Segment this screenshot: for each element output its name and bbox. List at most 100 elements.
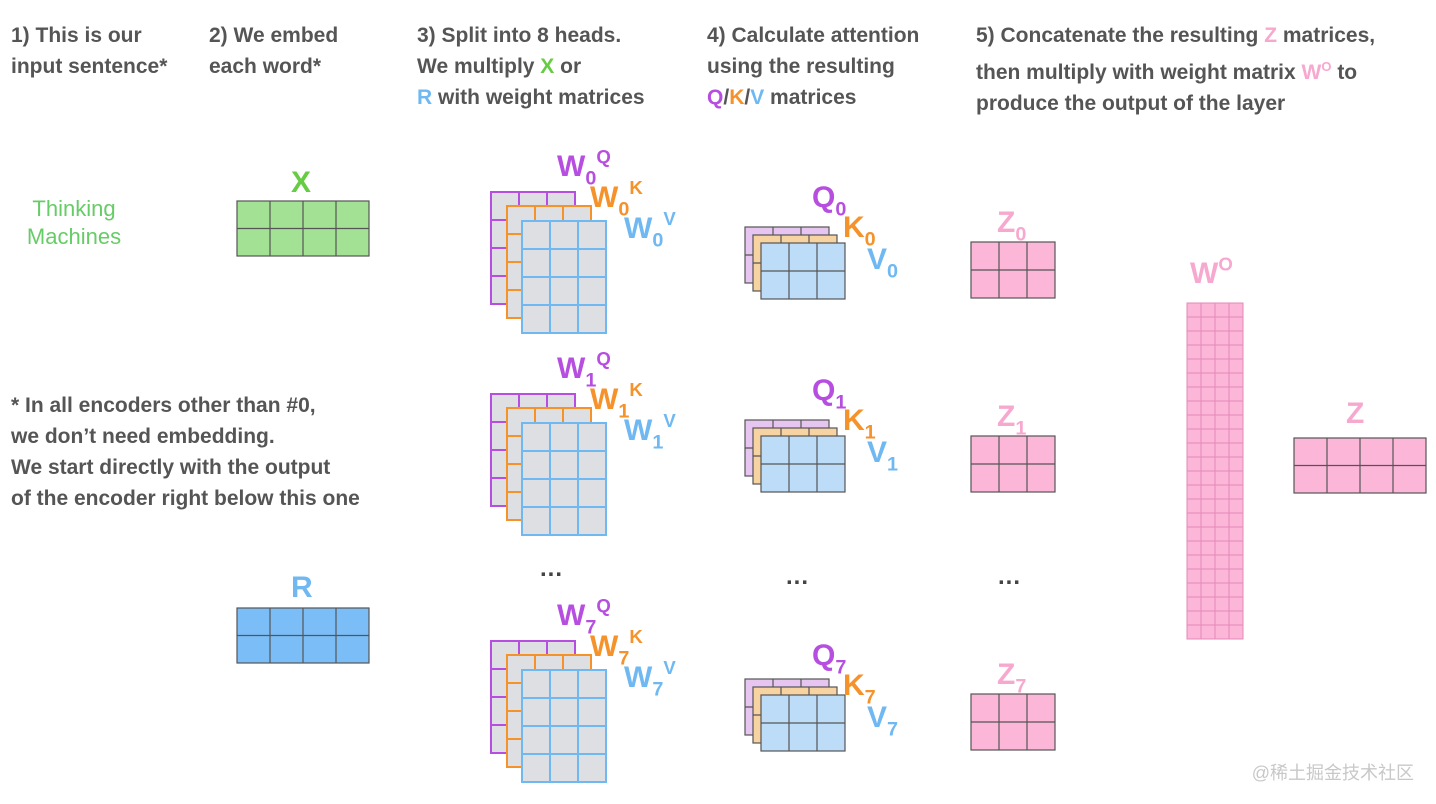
k-label-0: K0: [843, 211, 876, 250]
caption-superscript: O: [1321, 59, 1332, 74]
caption-text: 2) We embed: [209, 24, 339, 47]
note-line-2: we don’t need embedding.: [11, 425, 275, 448]
z-output-label-base: Z: [1346, 397, 1364, 430]
q-label-0-subscript: 0: [835, 198, 846, 220]
wq-label-1: W1Q: [557, 348, 611, 392]
wo-label-superscript: O: [1218, 253, 1232, 274]
step-2-line-1: 2) We embed: [209, 20, 338, 51]
input-sentence: Thinking Machines: [0, 195, 148, 251]
caption-text: matrices,: [1277, 24, 1376, 47]
wv-label-0-base: W: [624, 212, 653, 245]
caption-text: 4) Calculate attention: [707, 24, 920, 47]
step-5-line-1: 5) Concatenate the resulting Z matrices,: [976, 20, 1375, 51]
caption-text: 3) Split into 8 heads.: [417, 24, 622, 47]
x-embedding-matrix: [236, 200, 370, 257]
wq-label-0-subscript: 0: [585, 167, 596, 189]
wk-label-0-superscript: K: [629, 177, 643, 198]
wo-label: WO: [1190, 253, 1233, 290]
z-label-7-subscript: 7: [1015, 675, 1026, 697]
wv-label-1-subscript: 1: [652, 431, 663, 453]
v-label-0-base: V: [867, 243, 887, 276]
wk-label-1-base: W: [590, 383, 619, 416]
encoder-note: * In all encoders other than #0, we don’…: [11, 390, 360, 514]
k-label-1: K1: [843, 404, 876, 443]
caption-text: matrices: [764, 86, 857, 109]
caption-text: then multiply with weight matrix: [976, 61, 1302, 84]
wq-label-0-base: W: [557, 150, 586, 183]
step-4-caption: 4) Calculate attention using the resultin…: [707, 20, 919, 113]
k-label-1-subscript: 1: [865, 421, 876, 443]
wk-label-0: W0K: [590, 177, 643, 221]
sentence-word-2: Machines: [26, 224, 122, 249]
wv-label-0: W0V: [624, 208, 676, 252]
z-label-0-subscript: 0: [1015, 223, 1026, 245]
k-label-7-subscript: 7: [865, 686, 876, 708]
wv-label-7-subscript: 7: [652, 678, 663, 700]
z-matrix-7: [970, 693, 1056, 751]
caption-text: /: [723, 86, 730, 109]
caption-text: or: [554, 55, 582, 78]
x-label-base: X: [291, 166, 311, 199]
step-4-line-2: using the resulting: [707, 51, 919, 82]
z-output-matrix: [1293, 437, 1427, 494]
caption-text: each word*: [209, 55, 322, 78]
z-ellipsis: ...: [998, 563, 1022, 590]
wk-label-0-subscript: 0: [618, 198, 629, 220]
caption-symbol: V: [750, 86, 765, 109]
watermark: @稀土掘金技术社区: [1251, 763, 1414, 783]
wq-label-0-superscript: Q: [596, 146, 610, 167]
v-label-7-base: V: [867, 701, 887, 734]
k-label-7-base: K: [843, 669, 865, 702]
wo-label-base: W: [1190, 257, 1219, 290]
r-label-base: R: [291, 571, 313, 604]
caption-text: input sentence*: [11, 55, 168, 78]
z-label-1-base: Z: [997, 400, 1015, 433]
v-label-1-base: V: [867, 436, 887, 469]
z-label-7-base: Z: [997, 658, 1015, 691]
note-line-4: of the encoder right below this one: [11, 487, 360, 510]
wq-label-0: W0Q: [557, 146, 611, 190]
wq-label-7-superscript: Q: [596, 595, 610, 616]
caption-text: produce the output of the layer: [976, 92, 1286, 115]
q-label-7: Q7: [812, 639, 846, 678]
wq-label-7-subscript: 7: [585, 616, 596, 638]
k-label-1-base: K: [843, 404, 865, 437]
caption-text: /: [744, 86, 751, 109]
caption-text: using the resulting: [707, 55, 895, 78]
caption-symbol: Q: [707, 86, 724, 109]
wv-matrix-1: [521, 422, 607, 536]
z-matrix-0: [970, 241, 1056, 299]
k-label-0-subscript: 0: [865, 228, 876, 250]
k-label-7: K7: [843, 669, 876, 708]
x-label: X: [291, 166, 311, 199]
v-matrix-0: [760, 242, 846, 300]
v-matrix-7: [760, 694, 846, 752]
wq-label-7-base: W: [557, 599, 586, 632]
caption-text: with weight matrices: [432, 86, 645, 109]
z-label-0: Z0: [997, 206, 1026, 245]
step-3-line-1: 3) Split into 8 heads.: [417, 20, 645, 51]
z-matrix-1: [970, 435, 1056, 493]
wo-matrix: [1186, 302, 1244, 640]
q-label-1-base: Q: [812, 374, 835, 407]
sentence-word-1: Thinking: [32, 196, 116, 221]
step-3-line-2: We multiply X or: [417, 51, 645, 82]
wk-label-1: W1K: [590, 379, 643, 423]
z-output-label: Z: [1346, 397, 1364, 430]
wq-label-7: W7Q: [557, 595, 611, 639]
wq-label-1-subscript: 1: [585, 369, 596, 391]
wv-matrix-7: [521, 669, 607, 783]
q-label-7-base: Q: [812, 639, 835, 672]
caption-text: to: [1331, 61, 1358, 84]
wk-label-1-superscript: K: [629, 379, 643, 400]
wv-matrix-0: [521, 220, 607, 334]
wv-label-7-base: W: [624, 661, 653, 694]
z-label-7: Z7: [997, 658, 1026, 697]
caption-symbol: X: [540, 55, 555, 78]
note-line-1: * In all encoders other than #0,: [11, 394, 316, 417]
step-5-caption: 5) Concatenate the resulting Z matrices,…: [976, 20, 1375, 119]
q-label-7-subscript: 7: [835, 656, 846, 678]
caption-symbol: Z: [1264, 24, 1278, 47]
